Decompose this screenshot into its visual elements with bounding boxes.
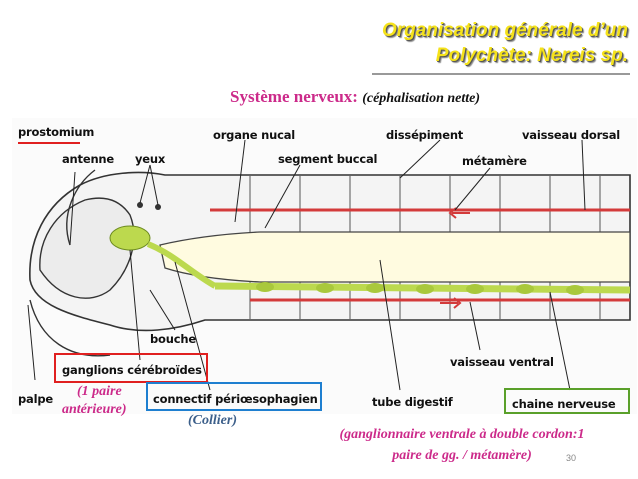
dorsal-vessel-arrow [448, 207, 470, 219]
label-connectif: connectif périœsophagien [153, 392, 318, 406]
label-organe-nucal: organe nucal [213, 128, 296, 142]
palp-shape [29, 299, 111, 357]
highlight-box-chaine [504, 388, 630, 414]
note-paire-line1: (1 paire [77, 384, 122, 399]
highlight-box-ganglions [54, 353, 208, 383]
leader-lines [27, 139, 586, 391]
note-bottom-line2: paire de gg. / métamère) [392, 448, 532, 463]
slide-title: Organisation générale d’un Polychète: Ne… [288, 18, 628, 68]
note-collier: (Collier) [188, 413, 237, 428]
label-metamere: métamère [462, 154, 527, 168]
subtitle-note: (céphalisation nette) [362, 91, 481, 106]
label-chaine-nerveuse: chaine nerveuse [512, 397, 616, 411]
prostomium-underline [18, 142, 80, 144]
label-vaisseau-dorsal: vaisseau dorsal [522, 128, 620, 142]
antenna-shape [66, 169, 96, 246]
label-antenne: antenne [62, 152, 115, 166]
highlight-box-connectif [146, 382, 322, 411]
title-line-1: Organisation générale d’un [382, 20, 628, 41]
page-number: 30 [566, 453, 577, 463]
segment-ganglia [256, 282, 584, 295]
prostomium-shape [39, 197, 135, 299]
label-yeux: yeux [135, 152, 166, 166]
label-tube-digestif: tube digestif [372, 395, 453, 409]
note-bottom: (ganglionnaire ventrale à double cordon:… [292, 424, 632, 466]
label-bouche: bouche [150, 332, 196, 346]
subtitle-main: Système nerveux: [230, 87, 358, 106]
label-prostomium: prostomium [18, 125, 95, 139]
note-bottom-line1: (ganglionnaire ventrale à double cordon:… [339, 427, 585, 442]
eyes-shape [137, 202, 161, 210]
label-segment-buccal: segment buccal [278, 152, 378, 166]
slide-subtitle: Système nerveux: (céphalisation nette) [230, 87, 480, 107]
digestive-tube [159, 231, 631, 283]
ventral-vessel-arrow [440, 297, 462, 309]
title-underline [372, 73, 630, 75]
label-vaisseau-ventral: vaisseau ventral [450, 355, 554, 369]
label-palpe: palpe [18, 392, 53, 406]
label-ganglions: ganglions cérébroïdes [62, 363, 202, 377]
label-dissepiment: dissépiment [386, 128, 464, 142]
periesophageal-connective [146, 241, 217, 289]
note-paire-line2: antérieure) [62, 402, 127, 417]
title-line-2: Polychète: Nereis sp. [435, 45, 628, 66]
cerebral-ganglion [109, 225, 151, 251]
